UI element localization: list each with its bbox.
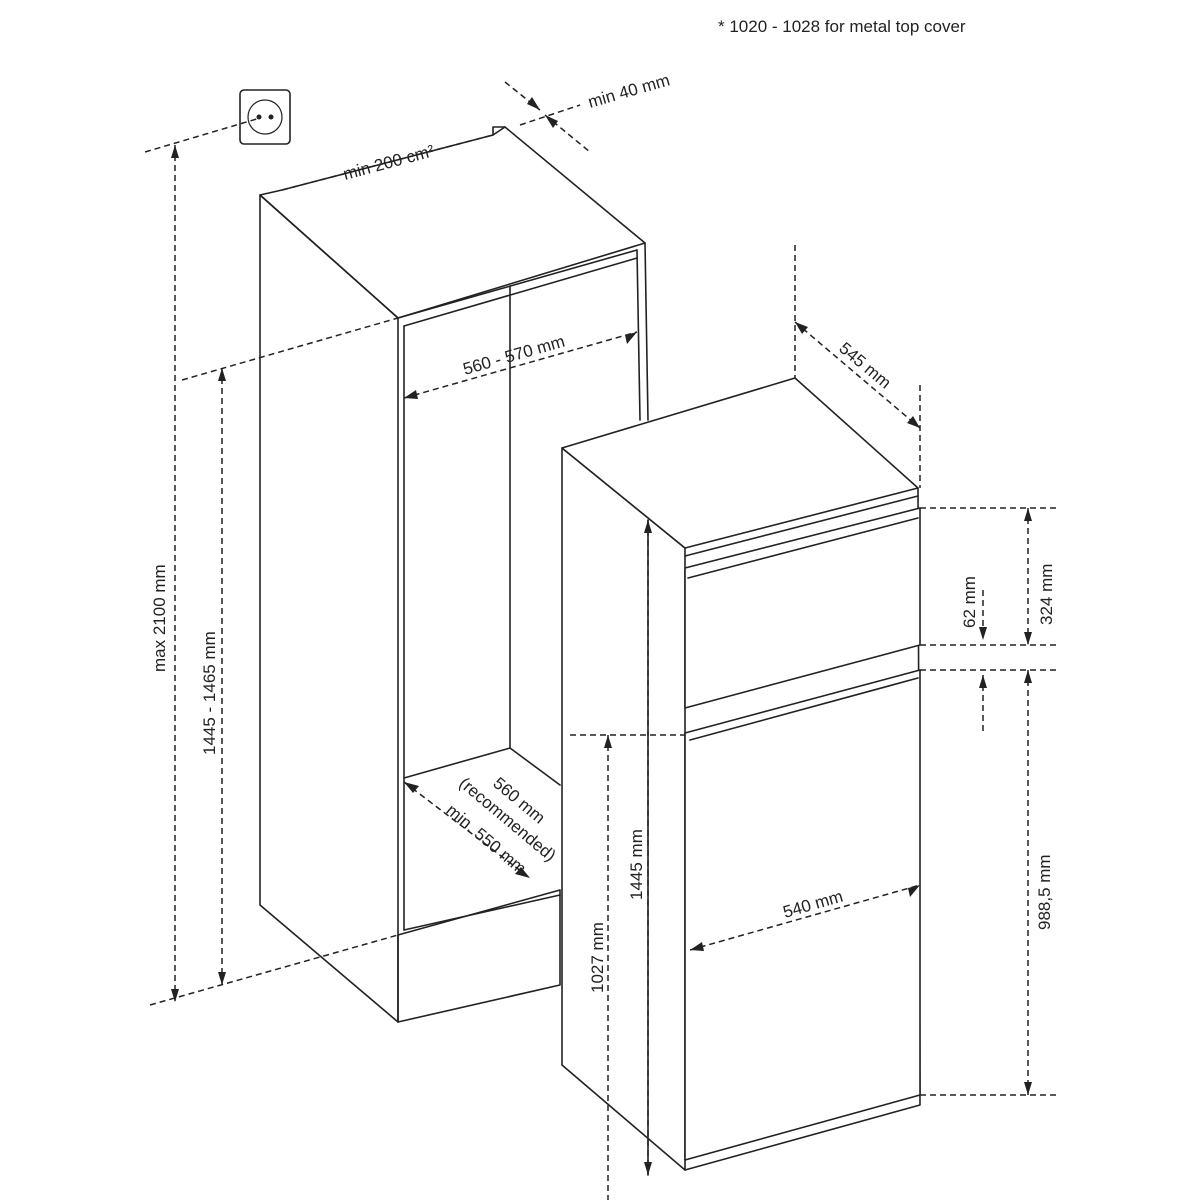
door-gap-label: 62 mm xyxy=(960,576,979,628)
vent-area-label: min 200 cm² xyxy=(341,141,437,184)
min-gap-label: min 40 mm xyxy=(586,70,672,111)
fridge-door-height-label: 1027 mm xyxy=(588,922,607,993)
appliance-depth-label: 545 mm xyxy=(835,339,894,393)
niche-height-label: 1445 - 1465 mm xyxy=(200,631,219,755)
arrowheads xyxy=(171,97,1032,1175)
metal-top-cover-note: * 1020 - 1028 for metal top cover xyxy=(718,17,966,36)
freezer-door-height-label: 324 mm xyxy=(1037,564,1056,625)
appliance xyxy=(561,377,921,1176)
max-height-label: max 2100 mm xyxy=(150,564,169,672)
power-socket-icon xyxy=(239,89,291,145)
niche-width-label: 560 - 570 mm xyxy=(461,332,567,379)
appliance-height-label: 1445 mm xyxy=(627,829,646,900)
fridge-door-panel-label: 988,5 mm xyxy=(1035,854,1054,930)
dimension-lines xyxy=(144,81,1058,1200)
